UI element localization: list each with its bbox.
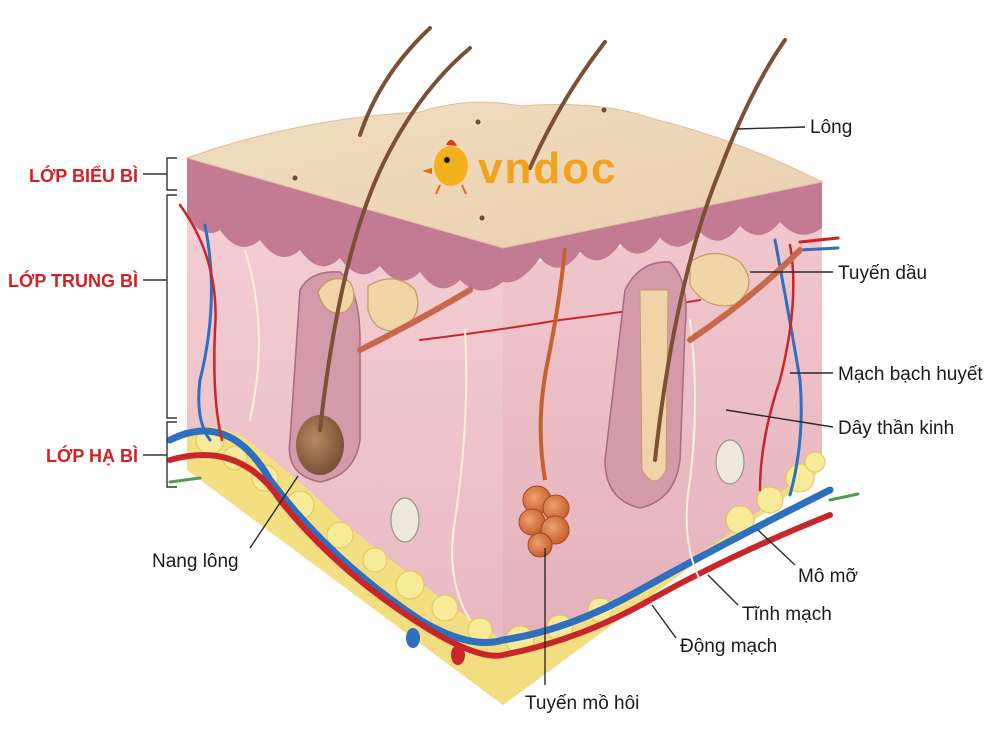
label-fat-tissue: Mô mỡ bbox=[798, 566, 858, 587]
fat-globules bbox=[195, 425, 826, 655]
hairs bbox=[318, 26, 787, 462]
label-nerve: Dây thần kinh bbox=[838, 418, 954, 439]
hair-bulb-left bbox=[296, 415, 344, 475]
arrector-muscle-right bbox=[687, 247, 803, 343]
logo-text: vndoc bbox=[478, 144, 618, 193]
sebaceous-gland-left bbox=[317, 278, 419, 332]
label-sweat-gland: Tuyến mồ hôi bbox=[525, 693, 639, 714]
pacinian-corpuscle-right bbox=[715, 439, 745, 485]
chick-mascot-icon bbox=[422, 139, 468, 195]
label-hair-follicle: Nang lông bbox=[152, 551, 239, 572]
label-hair: Lông bbox=[810, 117, 852, 138]
vessels bbox=[166, 203, 860, 665]
leader-lines bbox=[249, 126, 834, 685]
sebaceous-gland-right bbox=[689, 252, 750, 307]
arrector-muscle-left bbox=[357, 287, 473, 353]
sweat-gland-coil bbox=[518, 485, 570, 558]
layer-label-epidermis: LỚP BIỂU BÌ bbox=[29, 165, 138, 186]
label-artery: Động mạch bbox=[680, 636, 777, 657]
epidermis-band-right bbox=[503, 182, 822, 283]
epidermis-band-left bbox=[187, 158, 503, 291]
hair-root-right bbox=[639, 289, 669, 482]
label-sebaceous-gland: Tuyến dầu bbox=[838, 263, 927, 284]
vndoc-logo: vndoc bbox=[422, 139, 618, 195]
sweat-duct bbox=[538, 247, 567, 481]
layer-label-hypodermis: LỚP HẠ BÌ bbox=[46, 445, 138, 466]
label-lymph-vessel: Mạch bạch huyết bbox=[838, 364, 983, 385]
layer-brackets bbox=[143, 157, 177, 488]
layer-label-dermis: LỚP TRUNG BÌ bbox=[8, 270, 138, 291]
pacinian-corpuscle-left bbox=[390, 497, 420, 543]
skin-pores bbox=[292, 107, 607, 221]
label-vein: Tĩnh mạch bbox=[742, 604, 832, 625]
